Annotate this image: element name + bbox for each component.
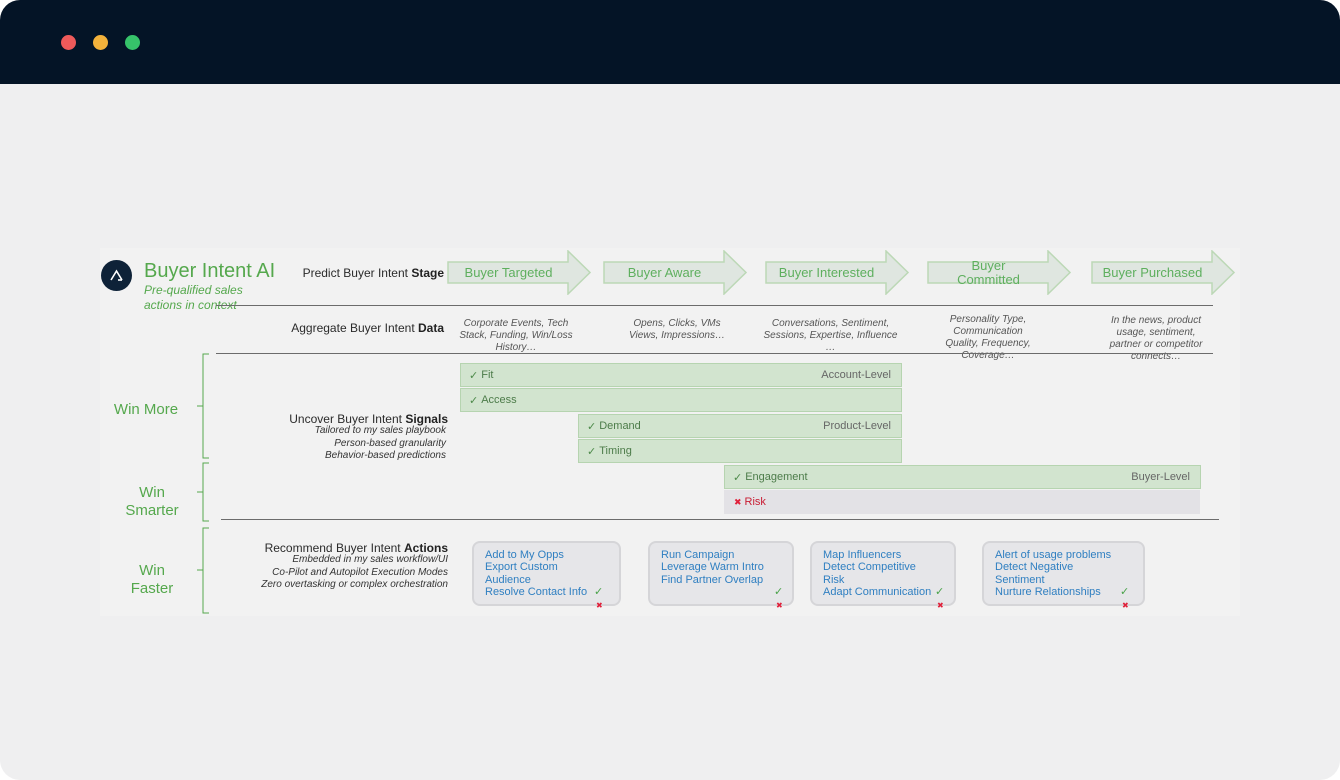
- actions-note: Zero overtasking or complex orchestratio…: [261, 579, 448, 590]
- stage-row-label: Predict Buyer Intent Stage: [303, 266, 444, 280]
- check-icon: ✓: [1120, 586, 1130, 598]
- close-window-button[interactable]: [61, 35, 76, 50]
- stage-label: Buyer Purchased: [1102, 264, 1203, 280]
- action-card: Run Campaign Leverage Warm Intro Find Pa…: [648, 541, 794, 610]
- stage-row-prefix: Predict Buyer Intent: [302, 266, 412, 280]
- action-item[interactable]: Detect Negative Sentiment: [995, 561, 1074, 586]
- action-item[interactable]: Resolve Contact Info: [485, 585, 588, 598]
- signal-bar-engagement: ✓Engagement Buyer-Level: [724, 465, 1201, 489]
- check-icon: ✓: [469, 394, 479, 407]
- actions-note: Co-Pilot and Autopilot Execution Modes: [272, 566, 448, 578]
- data-source-text: Conversations, Sentiment, Sessions, Expe…: [763, 318, 898, 353]
- data-row-prefix: Aggregate Buyer Intent: [291, 321, 418, 335]
- win-faster-label: Win Faster: [130, 562, 174, 597]
- action-item[interactable]: Export Custom Audience: [485, 561, 558, 586]
- maximize-window-button[interactable]: [125, 35, 140, 50]
- check-icon: ✓: [733, 471, 743, 484]
- win-smarter-label: Win Smarter: [125, 484, 179, 519]
- cross-icon: ✖: [937, 601, 944, 610]
- check-icon: ✓: [594, 586, 604, 598]
- brace-icon: [195, 462, 215, 522]
- signal-bar-fit: ✓Fit Account-Level: [460, 363, 902, 387]
- signal-bar-access: ✓Access: [460, 388, 902, 412]
- signals-row-label: Uncover Buyer Intent Signals: [289, 412, 448, 426]
- title-bar: [0, 0, 1340, 84]
- action-item[interactable]: Leverage Warm Intro: [661, 561, 764, 574]
- stage-label: Buyer Interested: [778, 264, 875, 280]
- brace-icon: [195, 527, 215, 614]
- action-item[interactable]: Adapt Communication: [823, 585, 932, 598]
- signal-bar-risk: ✖Risk: [724, 490, 1200, 514]
- action-card: Map Influencers Detect Competitive Risk …: [810, 541, 956, 610]
- signal-label: Risk: [744, 496, 766, 508]
- data-source-text: In the news, product usage, sentiment, p…: [1109, 315, 1203, 362]
- action-card: Add to My Opps Export Custom Audience Re…: [472, 541, 621, 610]
- signals-note: Tailored to my sales playbook: [314, 425, 446, 436]
- action-item[interactable]: Alert of usage problems: [995, 549, 1112, 561]
- action-item[interactable]: Map Influencers: [823, 549, 902, 561]
- signal-label: Access: [481, 394, 517, 406]
- signals-note: Behavior-based predictions: [324, 450, 446, 461]
- actions-row-bold: Actions: [403, 541, 448, 555]
- stage-label: Buyer Targeted: [464, 264, 553, 280]
- check-icon: ✓: [935, 586, 945, 598]
- check-icon: ✓: [469, 369, 479, 382]
- action-card: Alert of usage problems Detect Negative …: [982, 541, 1145, 610]
- signals-notes: Tailored to my sales playbook Person-bas…: [315, 425, 446, 463]
- cross-icon: ✖: [734, 496, 742, 507]
- actions-row-prefix: Recommend Buyer Intent: [264, 541, 404, 555]
- chevron-logo-icon: [101, 260, 132, 291]
- actions-notes: Embedded in my sales workflow/UI Co-Pilo…: [261, 554, 448, 592]
- signal-bar-timing: ✓Timing: [578, 439, 902, 463]
- signal-label: Timing: [599, 445, 632, 457]
- cross-icon: ✖: [1122, 601, 1129, 610]
- action-item[interactable]: Nurture Relationships: [995, 585, 1101, 598]
- cross-icon: ✖: [596, 601, 603, 610]
- action-item[interactable]: Detect Competitive Risk: [823, 561, 916, 586]
- signal-level: Product-Level: [823, 420, 891, 432]
- check-icon: ✓: [587, 445, 597, 458]
- minimize-window-button[interactable]: [93, 35, 108, 50]
- signal-label: Demand: [599, 420, 641, 432]
- action-item[interactable]: Add to My Opps: [485, 549, 564, 561]
- cross-icon: ✖: [776, 601, 783, 610]
- action-item[interactable]: Find Partner Overlap: [661, 573, 764, 586]
- check-icon: ✓: [774, 586, 784, 598]
- signal-level: Buyer-Level: [1131, 471, 1190, 483]
- actions-row-label: Recommend Buyer Intent Actions: [265, 541, 448, 555]
- divider: [216, 305, 1213, 306]
- brace-icon: [195, 353, 215, 459]
- data-source-text: Opens, Clicks, VMs Views, Impressions…: [629, 318, 725, 341]
- buyer-intent-diagram: Buyer Intent AI Pre-qualified sales acti…: [100, 248, 1240, 616]
- signals-row-bold: Signals: [405, 412, 448, 426]
- stage-arrow-aware: Buyer Aware: [603, 250, 748, 295]
- brand-title: Buyer Intent AI: [144, 260, 276, 282]
- divider: [221, 519, 1219, 520]
- stage-label: Buyer Committed: [957, 257, 1020, 287]
- divider: [216, 353, 1213, 354]
- signal-label: Engagement: [745, 471, 808, 483]
- stage-arrow-interested: Buyer Interested: [765, 250, 910, 295]
- actions-note: Embedded in my sales workflow/UI: [292, 554, 448, 565]
- brand-subtitle: Pre-qualified sales actions in context: [144, 283, 243, 312]
- signal-bar-demand: ✓Demand Product-Level: [578, 414, 902, 438]
- data-row-label: Aggregate Buyer Intent Data: [291, 321, 444, 335]
- stage-row-bold: Stage: [411, 266, 444, 280]
- data-source-text: Corporate Events, Tech Stack, Funding, W…: [459, 318, 573, 353]
- signals-note: Person-based granularity: [334, 437, 446, 449]
- signals-row-prefix: Uncover Buyer Intent: [289, 412, 406, 426]
- stage-arrow-committed: Buyer Committed: [927, 250, 1072, 295]
- data-row-bold: Data: [417, 321, 444, 335]
- stage-label: Buyer Aware: [627, 264, 702, 280]
- data-source-text: Personality Type, Communication Quality,…: [945, 314, 1031, 361]
- action-item[interactable]: Run Campaign: [661, 549, 735, 561]
- check-icon: ✓: [587, 420, 597, 433]
- stage-arrow-purchased: Buyer Purchased: [1091, 250, 1236, 295]
- win-more-label: Win More: [113, 401, 179, 418]
- signal-label: Fit: [481, 369, 494, 381]
- signal-level: Account-Level: [821, 369, 891, 381]
- stage-arrow-targeted: Buyer Targeted: [447, 250, 592, 295]
